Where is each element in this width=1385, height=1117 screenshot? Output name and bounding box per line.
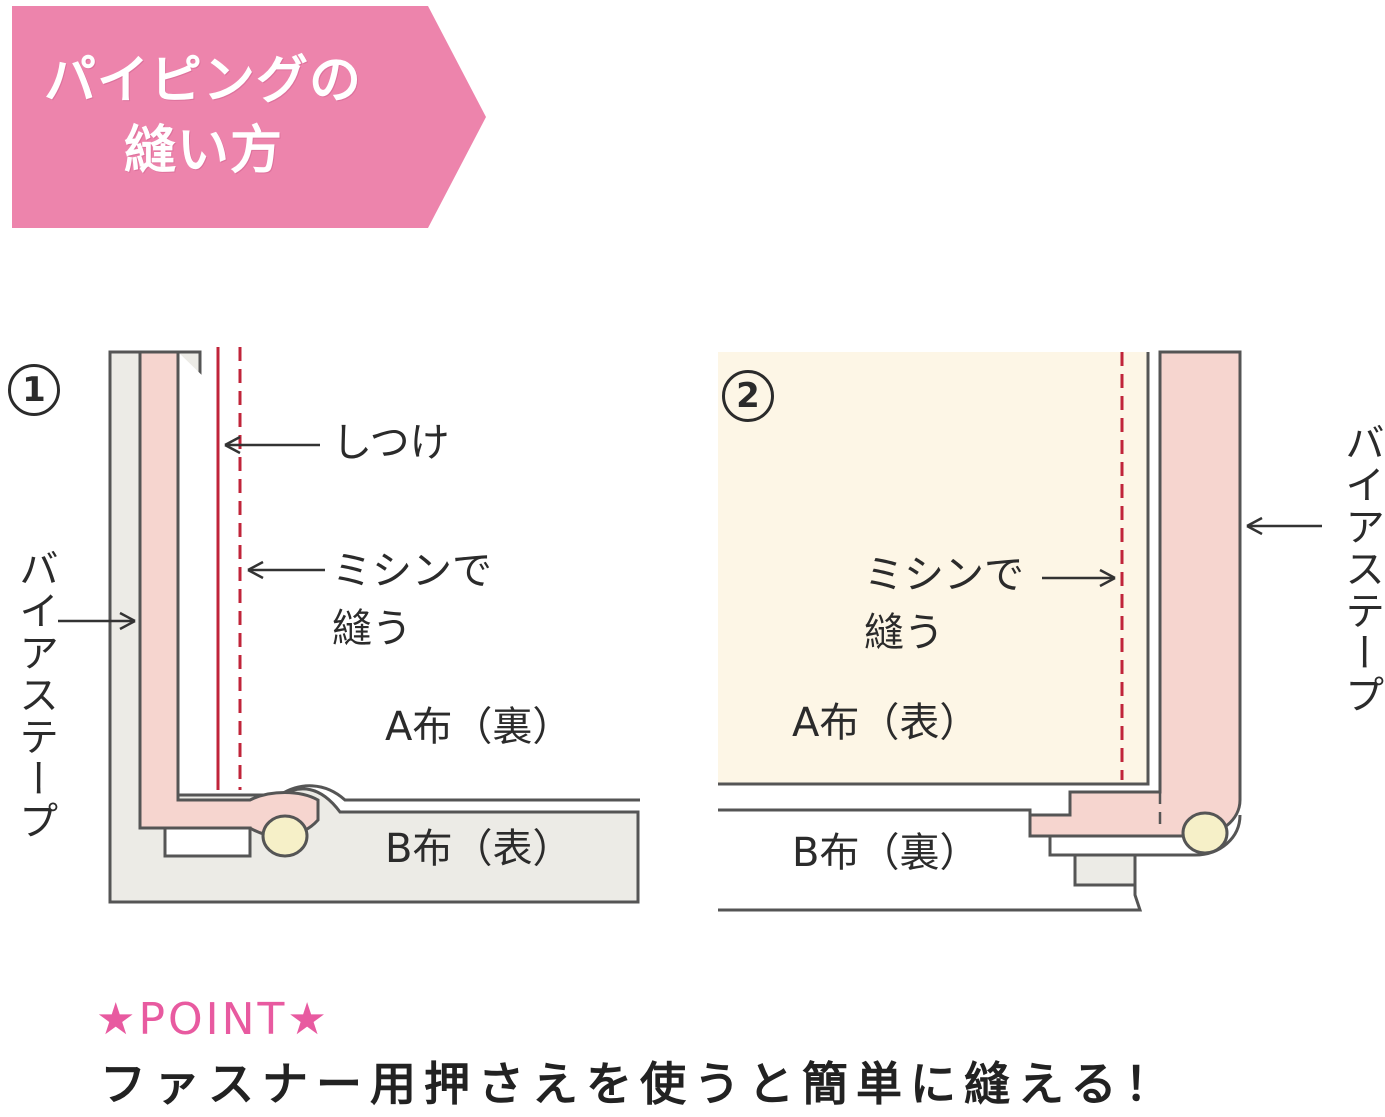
- step1-machine-label-1: ミシンで: [332, 548, 492, 594]
- step1-number: 1: [8, 364, 60, 416]
- step2-fabric-a-label: A布（表）: [792, 700, 980, 746]
- step1-bias-tape-label: バイアステープ: [12, 548, 58, 842]
- point-title: ★POINT★: [96, 994, 330, 1045]
- step1-diagram: [58, 347, 640, 904]
- step1-fabric-a-label: A布（裏）: [385, 704, 573, 750]
- step2-machine-label-1: ミシンで: [864, 552, 1024, 598]
- step1-machine-label-2: 縫う: [332, 606, 412, 652]
- title-line-2: 縫い方: [124, 121, 284, 181]
- step2-number: 2: [722, 370, 774, 422]
- step2-bias-tape-label: バイアステープ: [1338, 422, 1384, 716]
- step2-fabric-b-label: B布（裏）: [792, 830, 980, 876]
- step2-cord: [1181, 811, 1229, 855]
- page-title: パイピングの 縫い方: [44, 46, 424, 186]
- step1-basting-label: しつけ: [332, 420, 450, 466]
- step2-machine-label-2: 縫う: [864, 610, 944, 656]
- title-line-1: パイピングの: [44, 51, 363, 111]
- step2-fabric-a: [718, 352, 1148, 784]
- point-text: ファスナー用押さえを使うと簡単に縫える！: [100, 1057, 1179, 1111]
- step1-cord: [261, 814, 309, 858]
- title-banner: [12, 6, 486, 228]
- step1-fabric-b-label: B布（表）: [385, 826, 573, 872]
- step2-diagram: [718, 350, 1322, 912]
